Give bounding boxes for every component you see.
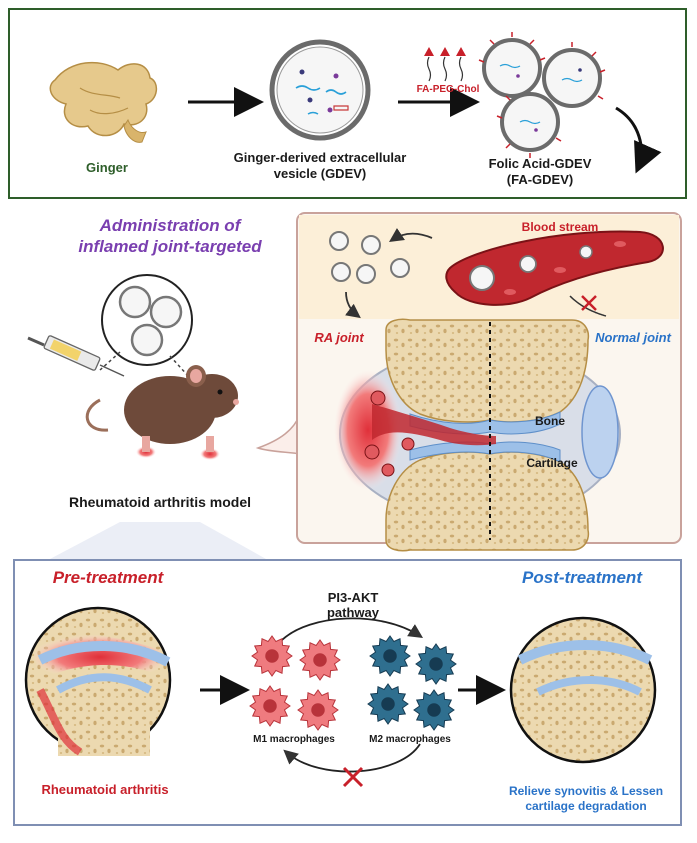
pre-treatment-label: Pre-treatment [52,568,164,587]
ginger-illustration [49,61,158,143]
bone-label: Bone [535,414,565,428]
m2-macrophage-cluster [367,635,457,731]
m2-macrophage [415,643,457,685]
blocked-reversal-cross [342,766,364,788]
arrow-vesicles-to-ra-joint [345,291,361,319]
pre-treatment-joint [24,606,172,756]
fa-gdev-label-line1: Folic Acid-GDEV [488,156,592,171]
blocked-cross [581,295,597,311]
post-treatment-joint [509,616,657,764]
fa-gdev-label-line2: (FA-GDEV) [506,172,574,187]
reagent-label: FA-PEG-Chol [416,84,480,95]
syringe-illustration [27,335,125,377]
ra-joint-label: RA joint [314,330,364,345]
arrow-blood-to-vesicles [389,228,433,242]
blood-vessel [445,230,664,306]
m1-macrophage [249,685,291,727]
fa-gdev-vesicles [478,32,606,158]
blood-stream-label: Blood stream [521,220,599,234]
m2-macrophages-label: M2 macrophages [369,734,451,745]
bubble-pointer-line [99,351,121,371]
outcome-label-line1: Relieve synovitis & Lessen [508,784,664,798]
mouse-illustration [85,365,239,460]
rheumatoid-arthritis-label: Rheumatoid arthritis [41,782,169,797]
model-label: Rheumatoid arthritis model [68,494,252,510]
callout-tail [255,413,301,455]
m1-macrophage [299,639,341,681]
m2-macrophage [369,635,411,677]
fa-peg-chol-reagent [424,47,466,82]
bubble-vesicles [118,285,183,357]
outcome-label-line2: cartilage degradation [525,799,647,813]
post-treatment-label: Post-treatment [522,568,642,587]
cartilage-label: Cartilage [526,456,578,470]
ginger-label: Ginger [86,160,128,175]
administration-title-line1: Administration of [99,216,241,235]
gdev-label-line2: vesicle (GDEV) [273,166,367,181]
joint-cross-section [334,318,621,552]
pathway-label-line1: PI3-AKT [327,590,379,605]
m1-macrophage [251,635,293,677]
m1-macrophage [297,689,339,731]
administration-title-line2: inflamed joint-targeted [78,237,262,256]
arrow-m1-to-m2 [281,617,424,641]
pathway-label-line2: pathway [326,605,379,620]
m2-macrophage [367,683,409,725]
gdev-vesicle [269,39,371,141]
m1-macrophages-label: M1 macrophages [253,734,335,745]
released-vesicles [329,231,410,284]
gdev-label-line1: Ginger-derived extracellular [233,150,407,165]
m1-macrophage-cluster [249,635,341,731]
arrow-top-to-joint [615,106,662,174]
arrow-blocked-normal-joint [569,295,607,317]
normal-joint-label: Normal joint [595,330,671,345]
m2-macrophage [413,689,455,731]
